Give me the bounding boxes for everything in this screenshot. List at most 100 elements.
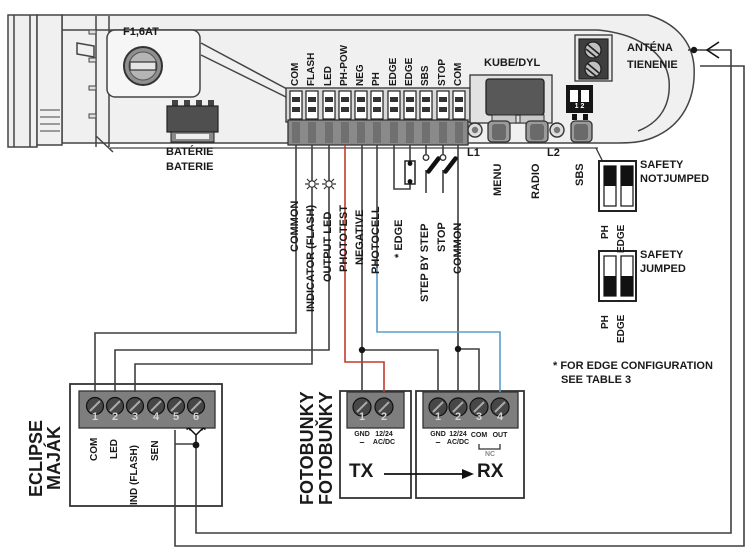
terminal-label-ph-pow: PH-POW (339, 44, 350, 86)
battery-label-cz: BATERIE (166, 161, 214, 173)
wire-label-common-1: COMMON (289, 200, 301, 252)
kube-dyl-connector (469, 74, 553, 124)
rx-gnd-label: GND (430, 431, 446, 438)
rx-name-label: RX (477, 461, 504, 482)
safety-jumped-line2: JUMPED (640, 263, 686, 275)
case-left-panel (7, 14, 38, 148)
photocells-title-cz: FOTOBUŇKY (316, 391, 336, 505)
terminal-label-ph: PH (371, 72, 382, 86)
tx-num-2: 2 (380, 411, 388, 423)
photocells-title-sk: FOTOBUNKY (297, 391, 317, 505)
safety2-ph-label: PH (600, 315, 611, 329)
safety-notjumped-line2: NOTJUMPED (640, 173, 710, 185)
terminal-label-edge-2: EDGE (404, 57, 415, 86)
sbs-label: SBS (574, 163, 586, 186)
fuse-slot (129, 61, 157, 71)
strip-wire-entries (292, 122, 463, 143)
wire-label-indicator-flash: INDICATOR (FLASH) (305, 204, 317, 312)
battery-connector (166, 100, 219, 143)
wire-label-stop: STOP (436, 222, 448, 252)
menu-label: MENU (492, 163, 504, 196)
stop-switch-symbol (439, 154, 458, 174)
wire-shield-net (174, 65, 745, 547)
wire-phototest-red (344, 145, 385, 392)
terminal-label-com-2: COM (453, 62, 464, 86)
tx-gnd-label: GND (354, 431, 370, 438)
safety1-ph-label: PH (600, 225, 611, 239)
rx-num-4: 4 (496, 411, 504, 423)
board-dip-switch (566, 85, 593, 120)
fuse-assembly (106, 29, 288, 98)
safety-notjumped-dip (598, 160, 637, 212)
strip-terminal-slots (292, 97, 463, 112)
l1-label: L1 (467, 147, 480, 159)
tx-minus-label: – (359, 437, 365, 447)
wire-photocell-blue (376, 268, 501, 392)
eclipse-num-4: 4 (152, 411, 160, 423)
tx-box (339, 390, 412, 499)
eclipse-num-1: 1 (91, 411, 99, 423)
case-left-panel-lines (13, 15, 31, 147)
eclipse-num-3: 3 (131, 411, 139, 423)
battery-label-sk: BATÉRIE (166, 146, 214, 158)
eclipse-label-com: COM (89, 437, 100, 461)
rx-nc-label: NC (484, 451, 496, 458)
tx-num-1: 1 (358, 411, 366, 423)
wire-label-common-2: COMMON (452, 222, 464, 274)
rx-num-2: 2 (454, 411, 462, 423)
leds-and-buttons (467, 120, 593, 143)
flash-lamp-icon (305, 178, 319, 190)
terminal-label-com-1: COM (290, 62, 301, 86)
strip-terminals (289, 90, 466, 120)
l2-label: L2 (547, 147, 560, 159)
case-clip (76, 42, 95, 58)
shield-label: TIENENIE (627, 59, 678, 71)
terminal-label-led: LED (323, 66, 334, 86)
rx-minus-label: – (435, 437, 441, 447)
terminal-label-edge-1: EDGE (388, 57, 399, 86)
edge-sensor-symbol (404, 160, 416, 185)
fuse-label: F1,6AT (123, 26, 159, 38)
eclipse-title-line2: MAJÁK (44, 425, 64, 490)
wire-label-output-led: OUTPUT LED (322, 211, 334, 282)
sbs-switch-symbol (422, 154, 441, 174)
radio-label: RADIO (530, 163, 542, 199)
rx-num-1: 1 (434, 411, 442, 423)
safety-jumped-dip (598, 250, 637, 302)
wire-label-step-by-step: STEP BY STEP (419, 223, 431, 302)
wire-common-to-eclipse1 (94, 145, 297, 392)
case-left-panel2 (36, 14, 63, 146)
case-inner-curve (597, 29, 670, 132)
eclipse-label-sen: SEN (150, 440, 161, 461)
eclipse-num-2: 2 (111, 411, 119, 423)
rx-out-label: OUT (492, 432, 508, 439)
wire-label-edge: * EDGE (393, 219, 405, 258)
terminal-label-stop: STOP (437, 58, 448, 86)
terminal-label-flash: FLASH (306, 52, 317, 86)
wire-edge-loop (393, 145, 411, 190)
eclipse-label-led: LED (109, 439, 120, 459)
rx-acdc-label: AC/DC (446, 439, 470, 446)
rx-com-label: COM (470, 432, 488, 439)
safety2-edge-label: EDGE (616, 314, 627, 343)
safety1-edge-label: EDGE (616, 224, 627, 253)
terminal-label-sbs: SBS (420, 65, 431, 86)
edge-note-line2: SEE TABLE 3 (561, 374, 632, 386)
eclipse-label-ind-flash: IND (FLASH) (129, 445, 140, 505)
wiring-black (94, 49, 745, 547)
eclipse-title-line1: ECLIPSE (26, 419, 46, 497)
case-vents (40, 109, 60, 132)
tx-volt-label: 12/24 (375, 431, 393, 438)
controller-case (7, 14, 695, 153)
tx-acdc-label: AC/DC (372, 439, 396, 446)
junction-dots (192, 46, 698, 449)
wire-flash-to-eclipse3 (134, 145, 313, 392)
eclipse-num-5: 5 (172, 411, 180, 423)
eclipse-num-6: 6 (192, 411, 200, 423)
hinge-ticks (88, 29, 97, 119)
rx-num-3: 3 (475, 411, 483, 423)
rx-box (415, 390, 525, 499)
battery-slot (176, 134, 209, 139)
